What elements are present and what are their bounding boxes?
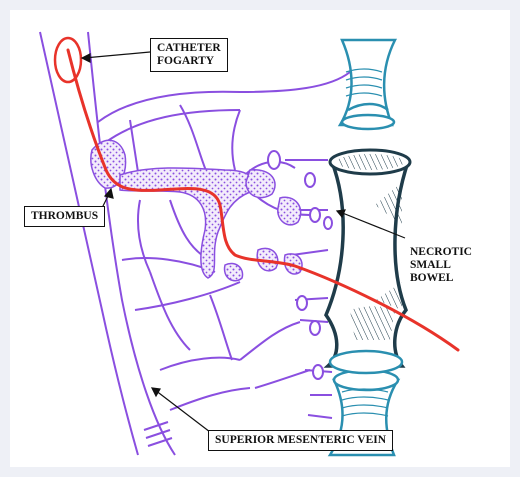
catheter-label-line-2: FOGARTY	[157, 55, 221, 68]
necrotic-label-line-1: NECROTIC	[410, 246, 472, 259]
mesenteric-vessels	[98, 72, 350, 418]
superior-mesenteric-vein-label: SUPERIOR MESENTERIC VEIN	[208, 430, 393, 451]
necrotic-label-line-2: SMALL	[410, 259, 472, 272]
catheter-label-line-1: CATHETER	[157, 42, 221, 55]
necrotic-bowel	[326, 150, 410, 373]
necrotic-small-bowel-label: NECROTIC SMALL BOWEL	[410, 246, 472, 285]
catheter-fogarty-label: CATHETER FOGARTY	[150, 38, 228, 72]
vein-label-text: SUPERIOR MESENTERIC VEIN	[215, 434, 386, 446]
thrombus-label-text: THROMBUS	[31, 210, 98, 222]
diagram-canvas: CATHETER FOGARTY THROMBUS NECROTIC SMALL…	[10, 10, 510, 467]
necrotic-label-line-3: BOWEL	[410, 272, 472, 285]
diagram-drawing	[10, 10, 510, 467]
thrombus-label: THROMBUS	[24, 206, 105, 227]
